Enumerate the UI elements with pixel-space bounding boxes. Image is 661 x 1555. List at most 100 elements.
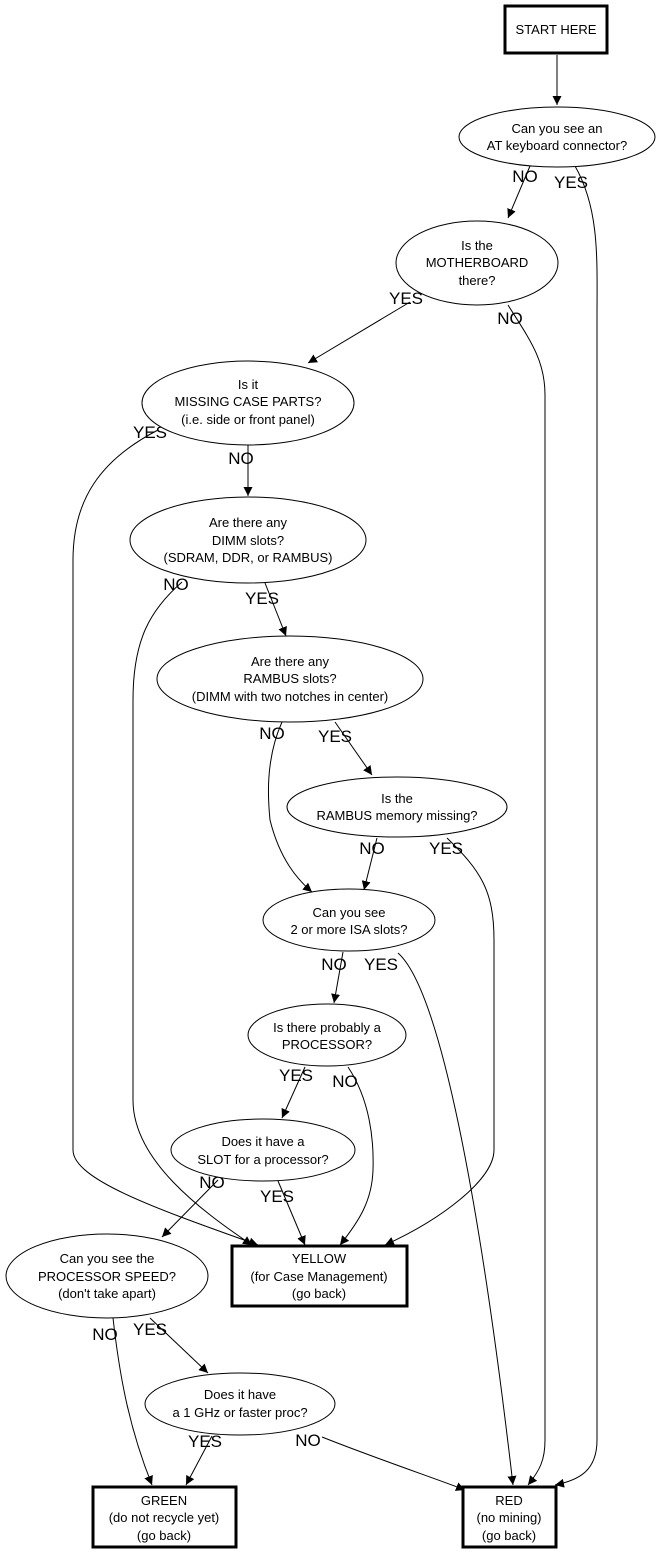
- node-text-line: a 1 GHz or faster proc?: [172, 1405, 307, 1420]
- node-text-line: Can you see: [313, 905, 386, 920]
- label-1ghz-no: NO: [295, 1431, 321, 1450]
- node-q-dimm: Are there any DIMM slots? (SDRAM, DDR, o…: [129, 496, 367, 584]
- label-dimm-no: NO: [163, 575, 189, 594]
- decision-ellipse: [395, 220, 559, 306]
- node-text-line: RAMBUS slots?: [243, 671, 336, 686]
- label-at-keyboard-no: NO: [512, 167, 538, 186]
- node-text-line: (for Case Management): [250, 1269, 387, 1284]
- edge-slot-no: [161, 1179, 219, 1238]
- decision-ellipse: [141, 360, 355, 446]
- node-q-slot: Does it have a SLOT for a processor?: [170, 1118, 356, 1182]
- node-text-line: SLOT for a processor?: [197, 1152, 328, 1167]
- decision-ellipse: [144, 1372, 336, 1436]
- node-q-rambus-missing: Is the RAMBUS memory missing?: [286, 776, 508, 838]
- label-at-keyboard-yes: YES: [554, 173, 588, 192]
- label-1ghz-yes: YES: [188, 1432, 222, 1451]
- node-red: RED (no mining) (go back): [461, 1485, 558, 1549]
- label-rambus-missing-yes: YES: [429, 839, 463, 858]
- edge-1ghz-yes: [185, 1435, 213, 1486]
- edge-motherboard-no: [507, 304, 546, 1486]
- label-rambus-missing-no: NO: [359, 839, 385, 858]
- node-text-line: PROCESSOR?: [282, 1037, 372, 1052]
- node-text-line: Are there any: [209, 515, 288, 530]
- edge-speed-yes: [149, 1317, 209, 1374]
- node-text-line: Is the: [381, 791, 413, 806]
- decision-ellipse: [286, 776, 508, 838]
- node-text-line: (go back): [292, 1286, 346, 1301]
- edge-processor-yes: [281, 1066, 306, 1119]
- node-text-line: Are there any: [251, 654, 330, 669]
- node-q-speed: Can you see the PROCESSOR SPEED? (don't …: [5, 1233, 209, 1319]
- node-q-isa: Can you see 2 or more ISA slots?: [262, 888, 436, 952]
- node-start: START HERE: [503, 4, 609, 55]
- edge-processor-no: [339, 1066, 374, 1246]
- node-text-line: (go back): [482, 1528, 536, 1543]
- yellow-outcome-box: [230, 1244, 409, 1308]
- edge-motherboard-yes: [307, 301, 411, 364]
- node-text-line: MISSING CASE PARTS?: [175, 394, 322, 409]
- decision-ellipse: [247, 1003, 407, 1067]
- edge-at-keyboard-yes: [554, 165, 598, 1488]
- node-text-line: GREEN: [141, 1493, 187, 1508]
- node-text-line: RED: [495, 1493, 522, 1508]
- edge-isa-yes: [397, 952, 517, 1486]
- label-isa-no: NO: [321, 955, 347, 974]
- start-label: START HERE: [516, 22, 597, 37]
- node-text-line: 2 or more ISA slots?: [290, 922, 407, 937]
- decision-ellipse: [129, 496, 367, 584]
- node-text-line: Is the: [461, 238, 493, 253]
- edges: [72, 55, 598, 1491]
- start-box: [503, 4, 609, 55]
- edge-labels: NO YES YES NO YES NO NO YES NO YES NO YE…: [92, 167, 588, 1451]
- node-q-motherboard: Is the MOTHERBOARD there?: [395, 220, 559, 306]
- node-text-line: (don't take apart): [58, 1286, 156, 1301]
- decision-ellipse: [262, 888, 436, 952]
- edge-rambus-missing-yes: [384, 837, 495, 1246]
- decision-ellipse: [5, 1233, 209, 1319]
- label-dimm-yes: YES: [245, 589, 279, 608]
- label-rambus-slots-yes: YES: [318, 727, 352, 746]
- node-text-line: RAMBUS memory missing?: [316, 808, 477, 823]
- node-text-line: (DIMM with two notches in center): [192, 689, 389, 704]
- node-green: GREEN (do not recycle yet) (go back): [91, 1485, 238, 1549]
- decision-ellipse: [458, 106, 656, 168]
- edge-slot-yes: [277, 1180, 306, 1246]
- red-outcome-box: [461, 1485, 558, 1549]
- node-text-line: Does it have: [204, 1387, 276, 1402]
- label-speed-no: NO: [92, 1325, 118, 1344]
- node-text-line: DIMM slots?: [212, 533, 284, 548]
- label-processor-yes: YES: [279, 1066, 313, 1085]
- label-motherboard-yes: YES: [389, 289, 423, 308]
- edge-isa-no: [331, 951, 344, 1004]
- node-text-line: Can you see the: [60, 1251, 155, 1266]
- label-missing-case-no: NO: [228, 449, 254, 468]
- label-motherboard-no: NO: [497, 309, 523, 328]
- edge-speed-no: [112, 1317, 153, 1486]
- node-text-line: there?: [459, 273, 496, 288]
- node-q-processor: Is there probably a PROCESSOR?: [247, 1003, 407, 1067]
- node-text-line: (SDRAM, DDR, or RAMBUS): [163, 550, 332, 565]
- edge-missing-case-yes: [72, 429, 259, 1247]
- node-text-line: YELLOW: [292, 1251, 347, 1266]
- edge-dimm-no: [132, 581, 253, 1246]
- edge-rambus-missing-no: [361, 837, 378, 891]
- label-processor-no: NO: [332, 1072, 358, 1091]
- edge-dimm-yes: [264, 582, 287, 637]
- node-text-line: (do not recycle yet): [109, 1510, 220, 1525]
- node-text-line: Is there probably a: [273, 1020, 381, 1035]
- node-text-line: Can you see an: [511, 121, 602, 136]
- edge-rambus-slots-no: [267, 721, 313, 893]
- node-text-line: Is it: [238, 377, 259, 392]
- node-text-line: Does it have a: [221, 1134, 305, 1149]
- node-q-rambus-slots: Are there any RAMBUS slots? (DIMM with t…: [156, 635, 424, 723]
- node-text-line: (i.e. side or front panel): [181, 412, 315, 427]
- label-isa-yes: YES: [364, 955, 398, 974]
- label-missing-case-yes: YES: [133, 423, 167, 442]
- edge-rambus-slots-yes: [334, 721, 373, 776]
- edge-at-keyboard-no: [507, 165, 531, 219]
- decision-ellipse: [156, 635, 424, 723]
- node-text-line: (go back): [137, 1528, 191, 1543]
- label-slot-yes: YES: [260, 1187, 294, 1206]
- node-q-missing-case: Is it MISSING CASE PARTS? (i.e. side or …: [141, 360, 355, 446]
